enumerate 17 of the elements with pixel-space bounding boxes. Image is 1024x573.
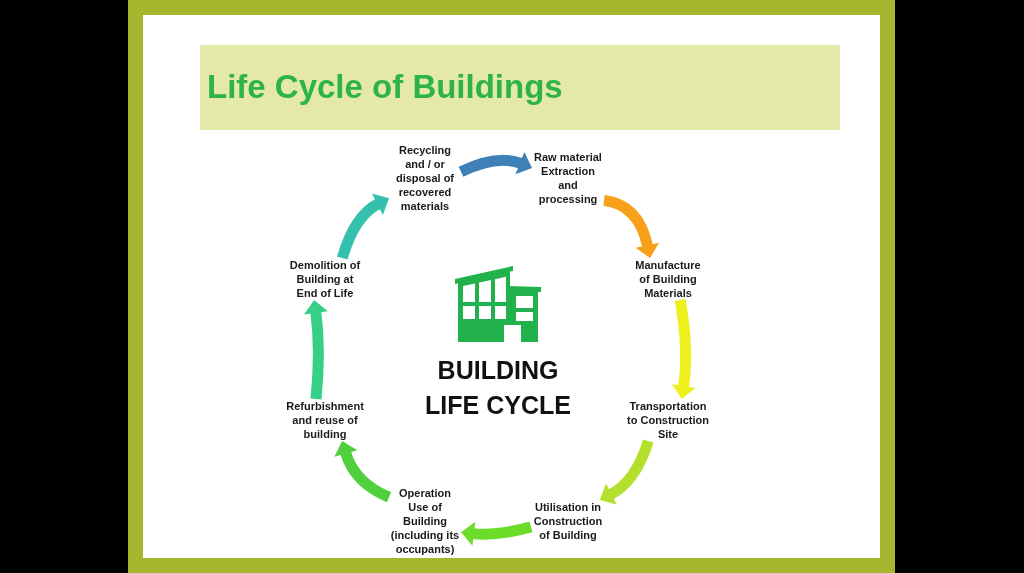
- arrow: [461, 521, 533, 546]
- stage-label: Raw material Extraction and processing: [532, 150, 604, 206]
- arrow: [304, 300, 328, 400]
- slide-title: Life Cycle of Buildings: [207, 67, 563, 107]
- stage-label: Transportation to Construction Site: [625, 399, 711, 441]
- arrow: [599, 439, 654, 505]
- stage-label: Refurbishment and reuse of building: [284, 399, 366, 441]
- arrow: [671, 299, 696, 399]
- stage-label: Operation Use of Building (including its occupants): [389, 486, 461, 556]
- arrow: [458, 151, 532, 177]
- arrow: [337, 193, 389, 260]
- stage-label: Manufacture of Building Materials: [632, 258, 704, 300]
- stage-label: Utilisation in Construction of Building: [531, 500, 605, 542]
- center-label: BUILDING LIFE CYCLE: [424, 355, 572, 421]
- stage-label: Recycling and / or disposal of recovered materials: [389, 143, 461, 213]
- arrow: [334, 441, 392, 503]
- stage-label: Demolition of Building at End of Life: [289, 258, 361, 300]
